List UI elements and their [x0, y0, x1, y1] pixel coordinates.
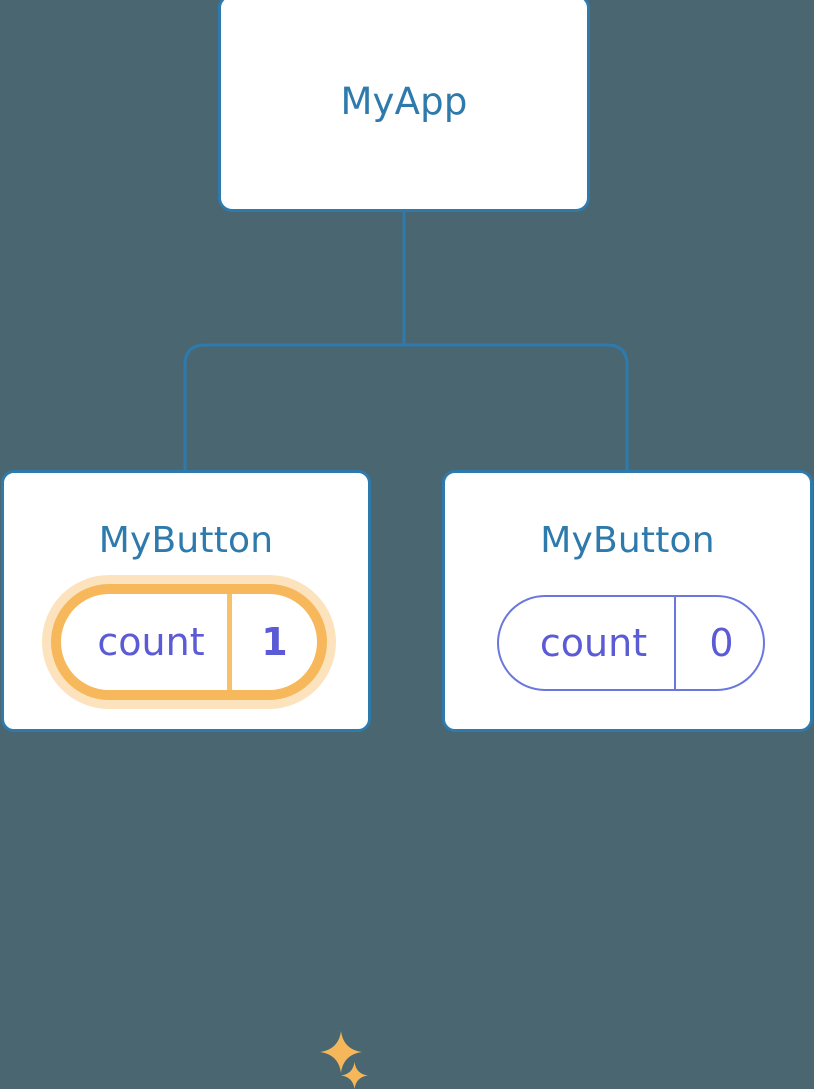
state-key-label-right: count — [539, 621, 648, 665]
state-pill-plain[interactable]: count 0 — [497, 595, 765, 691]
edge-branch-bar — [183, 343, 629, 472]
node-myapp-title: MyApp — [340, 80, 468, 123]
node-mybutton-left[interactable]: MyButton count 1 — [1, 470, 371, 1089]
tree-connectors — [183, 212, 629, 472]
state-pill-highlighted[interactable]: count 1 — [42, 575, 336, 709]
state-value-left: 1 — [227, 594, 317, 690]
node-mybutton-right[interactable]: MyButton count 0 — [442, 470, 813, 732]
node-mybutton-right-title: MyButton — [540, 520, 715, 561]
node-myapp[interactable]: MyApp — [218, 0, 590, 212]
sparkle-small-icon — [341, 1062, 368, 1089]
state-value-right: 0 — [674, 597, 767, 689]
state-pill-left-body: count 1 — [61, 594, 317, 690]
state-key-label-left: count — [97, 620, 205, 664]
node-mybutton-left-title: MyButton — [98, 520, 274, 561]
